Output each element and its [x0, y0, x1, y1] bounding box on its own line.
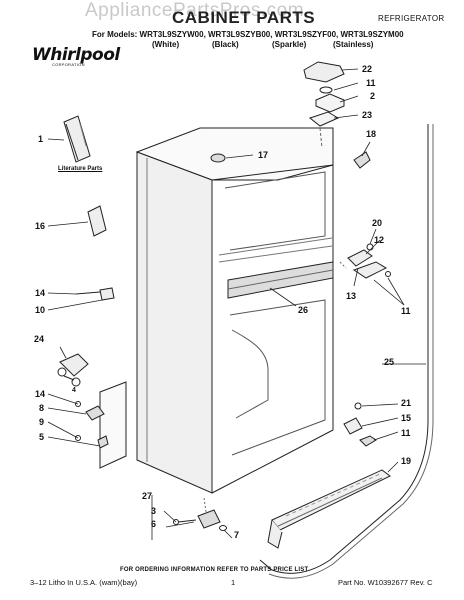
footer-page-number: 1 [231, 578, 236, 587]
logo-wordmark: Whirlpool [32, 45, 120, 65]
callout-2: 2 [370, 91, 376, 101]
color-stainless: (Stainless) [333, 40, 374, 49]
callout-14-lower: 14 [35, 389, 46, 399]
cabinet-body [135, 127, 334, 494]
watermark: AppliancePartsPros.com [85, 0, 305, 21]
callout-21: 21 [401, 398, 412, 408]
callout-12: 12 [374, 235, 385, 245]
leveler-assembly [173, 497, 227, 531]
color-black: (Black) [212, 40, 239, 49]
callout-4: 4 [72, 387, 76, 394]
water-line-drawing [259, 124, 434, 579]
callout-26: 26 [298, 305, 309, 315]
callout-11-lower: 11 [401, 428, 411, 438]
access-panel-drawing [75, 381, 127, 469]
callout-11-middle: 11 [401, 306, 411, 316]
category-label: REFRIGERATOR [378, 14, 445, 23]
callout-9: 9 [39, 417, 45, 427]
callout-13: 13 [346, 291, 357, 301]
callout-5: 5 [39, 432, 45, 442]
water-valve-drawing [57, 353, 89, 387]
divider-mullion [227, 261, 334, 299]
callout-15: 15 [401, 413, 412, 423]
ordering-note: FOR ORDERING INFORMATION REFER TO PARTS … [120, 567, 309, 573]
callout-24: 24 [34, 334, 45, 344]
footer-litho: 3–12 Litho In U.S.A. (wam)(bay) [30, 578, 138, 587]
callout-18: 18 [366, 129, 377, 139]
callout-25: 25 [384, 357, 395, 367]
callout-14-upper: 14 [35, 288, 46, 298]
page-title: CABINET PARTS [172, 8, 316, 27]
logo-corporation: CORPORATION [52, 62, 85, 67]
whirlpool-logo: Whirlpool CORPORATION [32, 43, 120, 67]
color-white: (White) [152, 40, 180, 49]
clip-drawing [87, 205, 107, 237]
callout-8: 8 [39, 403, 45, 413]
color-sparkle: (Sparkle) [272, 40, 307, 49]
callout-3: 3 [151, 506, 157, 516]
callout-16: 16 [35, 221, 46, 231]
literature-book-drawing [63, 115, 91, 163]
callout-6: 6 [151, 519, 157, 529]
lower-hinge-assembly [343, 402, 377, 447]
callout-10: 10 [35, 305, 46, 315]
base-grille-drawing [267, 469, 391, 549]
center-hinge-assembly [339, 243, 391, 279]
callout-7: 7 [234, 530, 240, 540]
stopper-drawing [210, 153, 226, 163]
callout-23: 23 [362, 110, 373, 120]
literature-parts-label: Literature Parts [58, 166, 103, 172]
callout-27: 27 [142, 491, 153, 501]
callout-20: 20 [372, 218, 383, 228]
callout-22: 22 [362, 64, 373, 74]
callout-19: 19 [401, 456, 412, 466]
footer-part-number: Part No. W10392677 Rev. C [338, 578, 433, 587]
top-hinge-assembly [303, 61, 345, 149]
hinge-plug-drawing [353, 151, 371, 169]
callout-1: 1 [38, 134, 44, 144]
model-list: For Models: WRT3L9SZYW00, WRT3L9SZYB00, … [92, 30, 404, 39]
callout-11-top: 11 [366, 78, 376, 88]
callout-17: 17 [258, 150, 269, 160]
